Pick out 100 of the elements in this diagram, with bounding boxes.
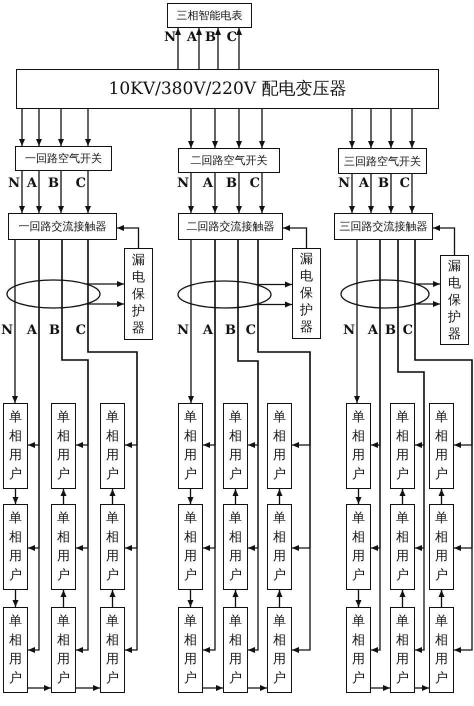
switch-box: 一回路空气开关 [15, 146, 112, 171]
arrow [232, 590, 238, 607]
user-box: 单相用户 [100, 504, 125, 590]
user-box: 单相用户 [3, 504, 28, 590]
phase-label: A [26, 324, 37, 338]
arrow [212, 109, 218, 148]
arrow [414, 240, 473, 653]
arrow [28, 685, 51, 691]
arrow [236, 109, 242, 148]
contactor-box: 一回路交流接触器 [8, 213, 117, 240]
arrow [110, 489, 116, 504]
arrow [433, 225, 456, 255]
arrow [388, 109, 394, 148]
arrow [12, 590, 18, 607]
phase-label: N [8, 177, 20, 191]
arrow [368, 109, 374, 148]
user-box: 单相用户 [390, 504, 415, 590]
arrow [19, 109, 25, 146]
arrow [397, 240, 425, 653]
arrow [283, 225, 308, 248]
user-box: 单相用户 [178, 504, 203, 590]
phase-label: C [76, 324, 86, 338]
phase-label: B [385, 324, 396, 338]
arrow [188, 489, 194, 504]
arrow [196, 28, 202, 69]
arrow [356, 489, 362, 504]
arrow [188, 240, 194, 403]
arrow [371, 685, 390, 691]
arrow [36, 109, 42, 146]
arrow [438, 590, 444, 607]
user-box: 单相用户 [429, 607, 454, 693]
user-box: 单相用户 [267, 607, 292, 693]
arrow [76, 685, 100, 691]
user-box: 单相用户 [346, 403, 371, 489]
phase-label: A [368, 324, 378, 338]
arrow [415, 685, 429, 691]
arrow [236, 173, 242, 213]
arrow [237, 240, 259, 653]
arrow [259, 109, 265, 148]
arrow [203, 240, 216, 653]
arrow [256, 302, 292, 308]
arrow [259, 173, 265, 213]
arrow [400, 489, 406, 504]
arrow [215, 28, 221, 69]
arrow [349, 174, 355, 213]
user-box: 单相用户 [223, 403, 248, 489]
arrow [58, 171, 64, 213]
phase-label: N [1, 324, 13, 338]
phase-label: A [186, 31, 197, 45]
phase-label: A [26, 177, 37, 191]
meter-box: 三相智能电表 [167, 3, 252, 28]
user-box: 单相用户 [51, 403, 76, 489]
user-box: 单相用户 [346, 607, 371, 693]
user-box: 单相用户 [51, 607, 76, 693]
arrow [409, 174, 415, 213]
arrow [85, 109, 91, 146]
phase-label: N [177, 177, 189, 191]
user-box: 单相用户 [223, 607, 248, 693]
phase-label: B [378, 177, 389, 191]
protector-box: 漏电保护器 [440, 255, 469, 345]
phase-label: C [246, 324, 256, 338]
phase-label: N [177, 324, 189, 338]
arrow [60, 590, 66, 607]
phase-label: B [226, 177, 237, 191]
user-box: 单相用户 [51, 504, 76, 590]
phase-label: C [76, 177, 86, 191]
arrow [86, 281, 124, 287]
arrow [28, 240, 40, 653]
user-box: 单相用户 [3, 607, 28, 693]
user-box: 单相用户 [100, 403, 125, 489]
arrow [276, 489, 282, 504]
arrow [85, 171, 91, 213]
arrow [12, 489, 18, 504]
phase-label: C [226, 31, 237, 45]
phase-label: C [402, 324, 413, 338]
phase-label: N [338, 177, 350, 191]
arrow [188, 109, 194, 148]
arrow [416, 281, 440, 287]
phase-label: A [358, 177, 369, 191]
phase-label: C [400, 177, 410, 191]
arrow [354, 240, 360, 403]
user-box: 单相用户 [346, 504, 371, 590]
phase-label: B [49, 324, 60, 338]
arrow [388, 174, 394, 213]
arrow [409, 109, 415, 148]
user-box: 单相用户 [223, 504, 248, 590]
user-box: 单相用户 [100, 607, 125, 693]
user-box: 单相用户 [390, 607, 415, 693]
contactor-box: 二回路交流接触器 [178, 213, 283, 240]
arrow [257, 240, 311, 653]
arrow [416, 301, 440, 307]
arrow [12, 240, 18, 403]
phase-label: N [343, 324, 355, 338]
user-box: 单相用户 [429, 504, 454, 590]
arrow [188, 590, 194, 607]
user-box: 单相用户 [178, 607, 203, 693]
arrow [356, 590, 362, 607]
arrow [368, 174, 374, 213]
protector-box: 漏电保护器 [124, 248, 153, 340]
arrow [232, 489, 238, 504]
